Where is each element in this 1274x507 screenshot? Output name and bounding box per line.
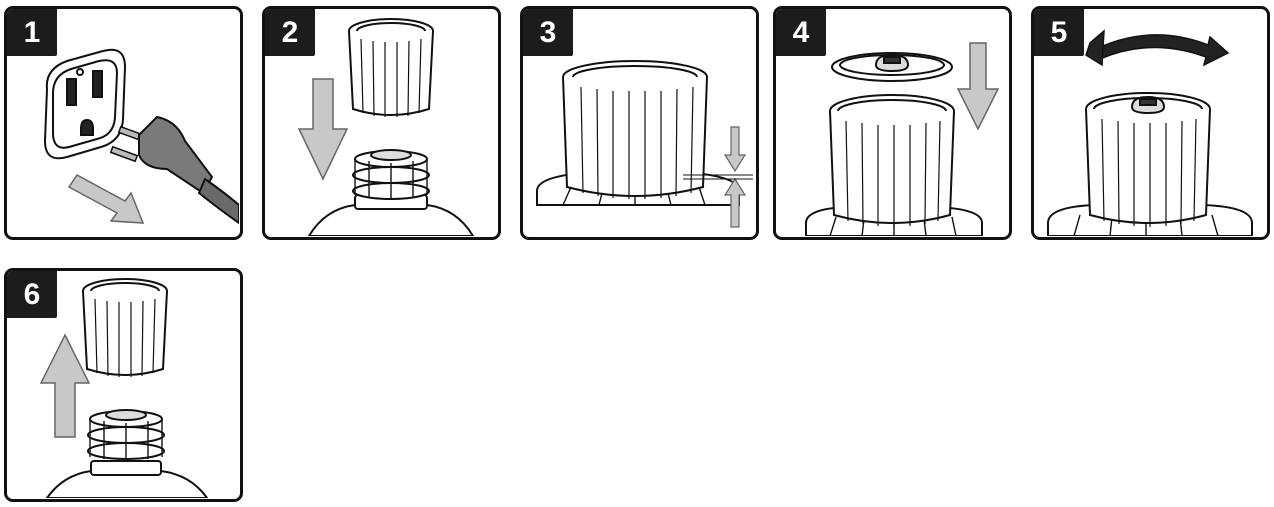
step-6-panel: 6 xyxy=(4,268,243,502)
rotate-arrow-icon xyxy=(1086,31,1228,65)
filter-cartridge-icon xyxy=(1086,93,1210,227)
step-number-badge: 6 xyxy=(7,271,57,318)
down-arrow-icon xyxy=(958,43,998,129)
step-number-badge: 2 xyxy=(265,9,315,56)
step-2-panel: 2 xyxy=(262,6,501,240)
step-4-panel: 4 xyxy=(773,6,1012,240)
filter-cartridge-icon xyxy=(349,19,433,117)
filter-cartridge-icon xyxy=(563,61,707,199)
step-1-panel: 1 xyxy=(4,6,243,240)
pull-direction-arrow-icon xyxy=(69,175,143,223)
down-arrow-icon xyxy=(299,79,347,179)
filter-cartridge-icon xyxy=(830,95,954,227)
step-3-panel: 3 xyxy=(520,6,759,240)
step-number-badge: 3 xyxy=(523,9,573,56)
filter-cage-icon xyxy=(309,150,473,236)
step-number-badge: 1 xyxy=(7,9,57,56)
filter-cartridge-icon xyxy=(83,279,167,377)
up-arrow-icon xyxy=(41,335,89,437)
step-number-badge: 4 xyxy=(776,9,826,56)
step-number-badge: 5 xyxy=(1034,9,1084,56)
retainer-disc-icon xyxy=(832,53,952,81)
step-5-panel: 5 xyxy=(1031,6,1270,240)
wall-outlet-icon xyxy=(45,50,125,159)
